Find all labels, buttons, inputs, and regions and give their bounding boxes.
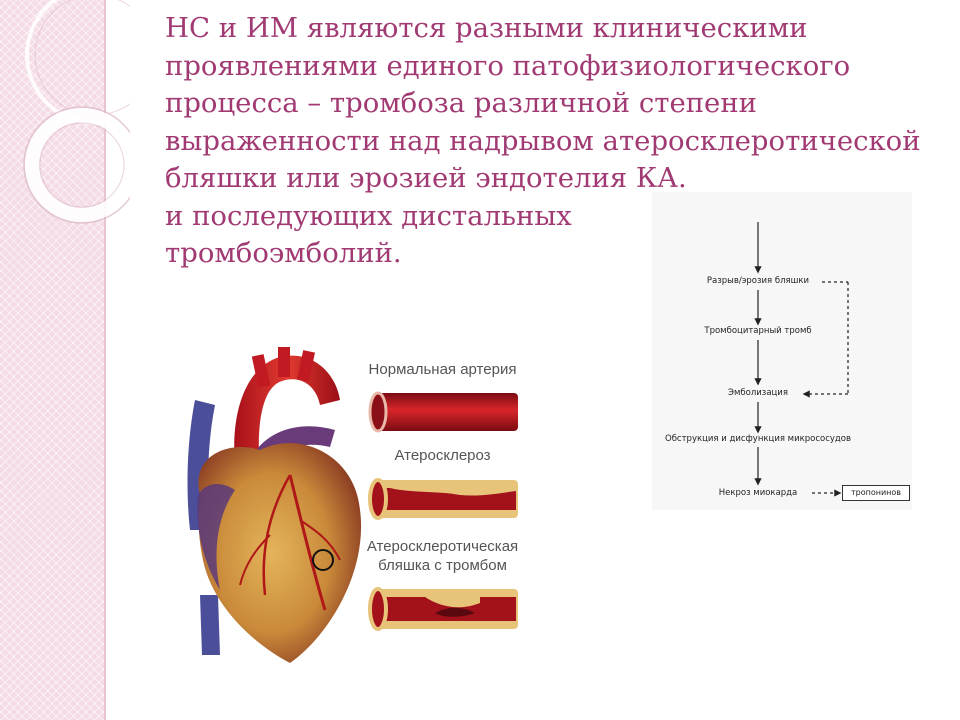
slide-text-line: проявлениями единого патофизиологическог… [165,49,851,82]
slide-text-line: НС и ИМ являются разными клиническими [165,12,808,44]
atherosclerotic-artery [368,478,518,520]
flow-step-microvascular-obstruction: Обструкция и дисфункция микрососудов [663,434,853,444]
pathophysiology-flowchart: Разрыв/эрозия бляшки Тромбоцитарный тром… [652,192,912,510]
slide-text-line: процесса – тромбоза различной степени [165,87,757,119]
strip-divider [104,0,106,720]
label-plaque-line1: Атеросклеротическая [366,538,519,555]
decorative-rings [23,0,130,224]
label-normal-artery: Нормальная артерия [368,361,517,378]
label-plaque-line2: бляшка с тромбом [378,557,507,574]
slide-text-line: выраженности над надрывом атеросклеротич… [165,124,921,157]
label-plaque-thrombus: Атеросклеротическая бляшка с тромбом [345,537,540,575]
slide-text-line: бляшки или эрозией эндотелия КА. [165,162,687,194]
troponin-box: тропонинов [842,485,910,501]
normal-artery [368,391,518,433]
label-atherosclerosis: Атеросклероз [394,447,491,464]
flowchart-arrows [754,222,849,497]
flow-step-plaque-rupture: Разрыв/эрозия бляшки [704,276,812,286]
flow-step-embolization: Эмболизация [726,388,790,398]
heart-drawing [187,347,518,663]
plaque-thrombus-artery [368,587,518,631]
heart-artery-illustration: Нормальная артерия Атеросклероз Атероскл… [140,345,560,675]
flow-step-platelet-thrombus: Тромбоцитарный тромб [702,326,814,336]
flow-step-myocardial-necrosis: Некроз миокарда [716,488,800,498]
slide-text-line: тромбоэмболий. [165,237,402,269]
slide-text: НС и ИМ являются разными клиническими пр… [165,10,925,273]
slide-text-line: и последующих дистальных [165,199,572,232]
